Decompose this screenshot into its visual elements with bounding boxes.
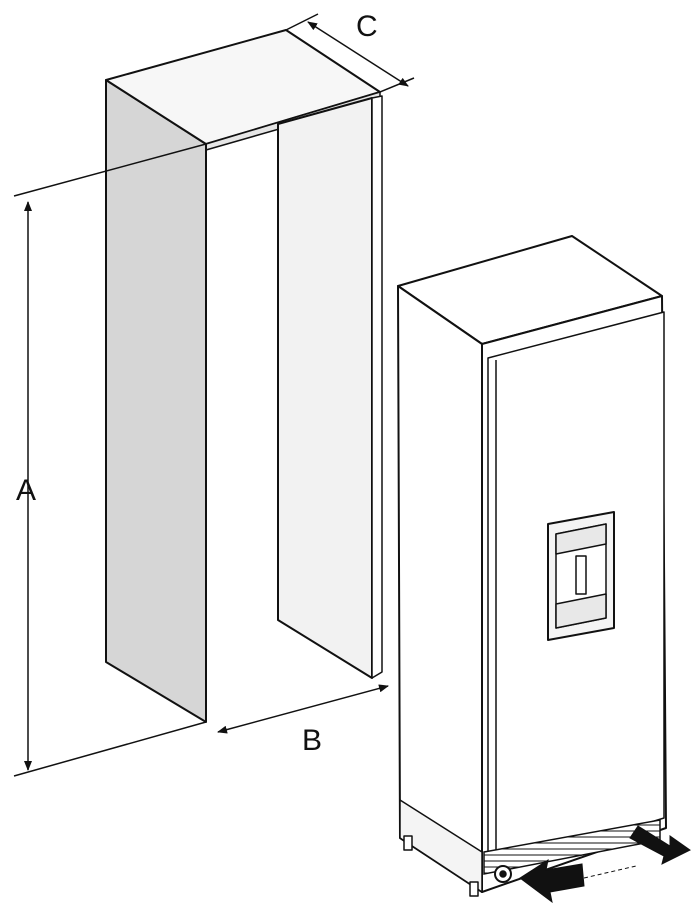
water-ice-dispenser — [547, 511, 615, 641]
dimension-c-line — [307, 21, 409, 87]
airflow-dashed-line — [583, 865, 637, 879]
dimension-c-extension-back — [285, 13, 319, 31]
niche-right-panel — [277, 97, 373, 679]
dispenser-lever — [575, 555, 587, 595]
airflow-arrows — [519, 825, 691, 904]
refrigerator-plinth-side — [399, 799, 483, 893]
dimension-b — [217, 684, 389, 734]
dimension-a — [13, 143, 207, 777]
dimension-b-line — [217, 684, 389, 734]
refrigerator-foot — [403, 835, 413, 851]
dispenser-drip-tray — [555, 593, 607, 629]
refrigerator-foot — [469, 881, 479, 897]
dimension-c-label: C — [356, 10, 378, 43]
refrigerator-left-side — [397, 285, 483, 893]
dimension-b-label: B — [302, 724, 322, 757]
dimension-a-extension-top — [13, 143, 207, 197]
dimension-a-extension-bottom — [13, 721, 207, 777]
niche-right-panel-edge — [371, 95, 383, 679]
dimension-c-extension-front — [379, 77, 415, 93]
dispenser-control-panel — [555, 523, 607, 555]
dimension-c — [285, 13, 415, 93]
niche-left-panel — [105, 79, 207, 723]
air-intake-arrow — [519, 858, 585, 904]
installation-niche — [105, 29, 383, 723]
dimension-a-label: A — [16, 474, 36, 507]
grille-knob-center — [499, 870, 507, 878]
refrigerator — [397, 235, 667, 897]
air-outlet-arrow — [629, 825, 691, 865]
